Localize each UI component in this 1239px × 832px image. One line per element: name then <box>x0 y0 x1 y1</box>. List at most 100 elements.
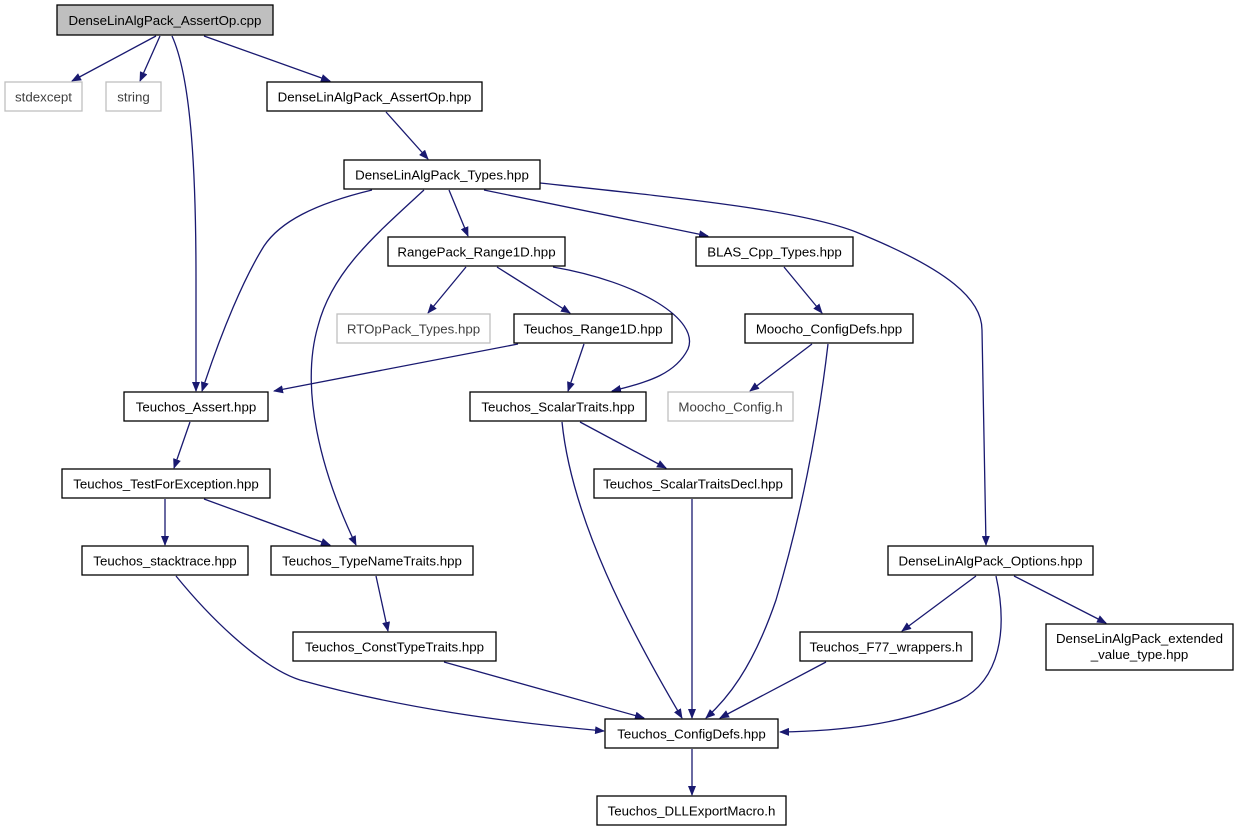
node-n20[interactable]: DenseLinAlgPack_extended_value_type.hpp <box>1045 623 1234 671</box>
node-label: DenseLinAlgPack_AssertOp.hpp <box>278 90 472 105</box>
node-n16[interactable]: Teuchos_TypeNameTraits.hpp <box>270 545 474 576</box>
node-n18[interactable]: Teuchos_ConstTypeTraits.hpp <box>292 631 497 662</box>
node-box[interactable] <box>61 468 271 499</box>
node-n0[interactable]: DenseLinAlgPack_AssertOp.cpp <box>56 4 274 36</box>
node-box[interactable] <box>266 81 483 112</box>
node-box[interactable] <box>292 631 497 662</box>
node-label: Teuchos_Range1D.hpp <box>524 322 663 337</box>
edge-n10-to-n13 <box>173 421 191 469</box>
node-n15[interactable]: Teuchos_stacktrace.hpp <box>81 545 249 576</box>
edge-n5-to-n7 <box>427 266 467 314</box>
node-n17[interactable]: DenseLinAlgPack_Options.hpp <box>887 545 1094 576</box>
edge-n3-to-n4 <box>385 111 429 160</box>
node-label: Teuchos_F77_wrappers.h <box>809 640 962 655</box>
node-label: Moocho_Config.h <box>678 400 782 415</box>
node-box[interactable] <box>105 81 162 112</box>
node-label: BLAS_Cpp_Types.hpp <box>707 245 842 260</box>
node-box[interactable] <box>56 4 274 36</box>
edge-n4-to-n16 <box>310 189 425 546</box>
node-label: DenseLinAlgPack_AssertOp.cpp <box>69 13 262 28</box>
edge-n13-to-n16 <box>203 498 331 546</box>
node-n9[interactable]: Moocho_ConfigDefs.hpp <box>744 313 914 344</box>
node-label: Teuchos_TypeNameTraits.hpp <box>282 554 462 569</box>
node-n13[interactable]: Teuchos_TestForException.hpp <box>61 468 271 499</box>
node-n21[interactable]: Teuchos_ConfigDefs.hpp <box>604 718 779 749</box>
node-box[interactable] <box>469 391 647 422</box>
node-n11[interactable]: Teuchos_ScalarTraits.hpp <box>469 391 647 422</box>
node-box[interactable] <box>336 313 491 344</box>
edge-n15-to-n21 <box>175 575 605 735</box>
node-box[interactable] <box>593 468 793 499</box>
edge-n0-to-n10 <box>171 35 200 392</box>
node-n5[interactable]: RangePack_Range1D.hpp <box>387 236 566 267</box>
edge-n17-to-n19 <box>901 575 977 632</box>
edge-n9-to-n12 <box>749 343 813 392</box>
edge-n4-to-n5 <box>448 189 469 237</box>
edge-n8-to-n11 <box>567 343 585 392</box>
node-n14[interactable]: Teuchos_ScalarTraitsDecl.hpp <box>593 468 793 499</box>
node-label: DenseLinAlgPack_extended <box>1056 631 1223 646</box>
node-n12[interactable]: Moocho_Config.h <box>667 391 794 422</box>
edge-n19-to-n21 <box>719 661 827 719</box>
node-box[interactable] <box>387 236 566 267</box>
node-n2[interactable]: string <box>105 81 162 112</box>
node-box[interactable] <box>744 313 914 344</box>
nodes-layer: DenseLinAlgPack_AssertOp.cpp stdexcept str… <box>4 4 1234 826</box>
edge-n4-to-n17 <box>539 182 990 546</box>
node-box[interactable] <box>695 236 854 267</box>
edges-layer <box>71 35 1107 796</box>
node-n1[interactable]: stdexcept <box>4 81 83 112</box>
node-label: string <box>117 90 150 105</box>
node-box[interactable] <box>270 545 474 576</box>
node-box[interactable] <box>81 545 249 576</box>
edge-n0-to-n2 <box>139 35 161 82</box>
edge-n11-to-n21 <box>561 421 683 719</box>
node-box[interactable] <box>4 81 83 112</box>
node-label: Teuchos_TestForException.hpp <box>73 477 259 492</box>
node-box[interactable] <box>123 391 269 422</box>
edge-n0-to-n3 <box>203 35 331 82</box>
node-box[interactable] <box>343 159 541 190</box>
node-label: Teuchos_Assert.hpp <box>136 400 256 415</box>
node-n7[interactable]: RTOpPack_Types.hpp <box>336 313 491 344</box>
node-label: Teuchos_ConstTypeTraits.hpp <box>305 640 484 655</box>
node-n10[interactable]: Teuchos_Assert.hpp <box>123 391 269 422</box>
node-n6[interactable]: BLAS_Cpp_Types.hpp <box>695 236 854 267</box>
node-label: Moocho_ConfigDefs.hpp <box>756 322 902 337</box>
edge-n18-to-n21 <box>443 661 645 720</box>
node-box[interactable] <box>667 391 794 422</box>
edge-n8-to-n10 <box>273 343 519 394</box>
edge-n17-to-n20 <box>1013 575 1107 624</box>
node-n22[interactable]: Teuchos_DLLExportMacro.h <box>596 795 787 826</box>
node-box[interactable] <box>513 313 673 344</box>
node-label: RTOpPack_Types.hpp <box>347 322 480 337</box>
node-label: DenseLinAlgPack_Options.hpp <box>898 554 1082 569</box>
edge-n0-to-n1 <box>71 35 157 82</box>
edge-n4-to-n6 <box>483 189 709 239</box>
node-label: Teuchos_DLLExportMacro.h <box>608 804 776 819</box>
node-box[interactable] <box>1045 623 1234 671</box>
node-label: Teuchos_ScalarTraitsDecl.hpp <box>603 477 783 492</box>
node-box[interactable] <box>596 795 787 826</box>
node-label: Teuchos_ScalarTraits.hpp <box>481 400 634 415</box>
edge-n17-to-n21 <box>779 575 1002 736</box>
node-label: RangePack_Range1D.hpp <box>397 245 555 260</box>
node-n3[interactable]: DenseLinAlgPack_AssertOp.hpp <box>266 81 483 112</box>
node-label: Teuchos_stacktrace.hpp <box>93 554 236 569</box>
node-label: Teuchos_ConfigDefs.hpp <box>617 727 766 742</box>
node-n19[interactable]: Teuchos_F77_wrappers.h <box>799 631 973 662</box>
edge-n5-to-n11 <box>552 266 691 393</box>
edge-n4-to-n10 <box>201 189 373 392</box>
edge-n5-to-n8 <box>496 266 571 314</box>
edge-n11-to-n14 <box>579 421 667 469</box>
edge-n9-to-n21 <box>705 343 829 719</box>
node-n8[interactable]: Teuchos_Range1D.hpp <box>513 313 673 344</box>
node-box[interactable] <box>887 545 1094 576</box>
node-n4[interactable]: DenseLinAlgPack_Types.hpp <box>343 159 541 190</box>
edge-n6-to-n9 <box>783 266 823 314</box>
node-label: DenseLinAlgPack_Types.hpp <box>355 168 529 183</box>
node-box[interactable] <box>604 718 779 749</box>
node-box[interactable] <box>799 631 973 662</box>
edge-n16-to-n18 <box>375 575 390 632</box>
